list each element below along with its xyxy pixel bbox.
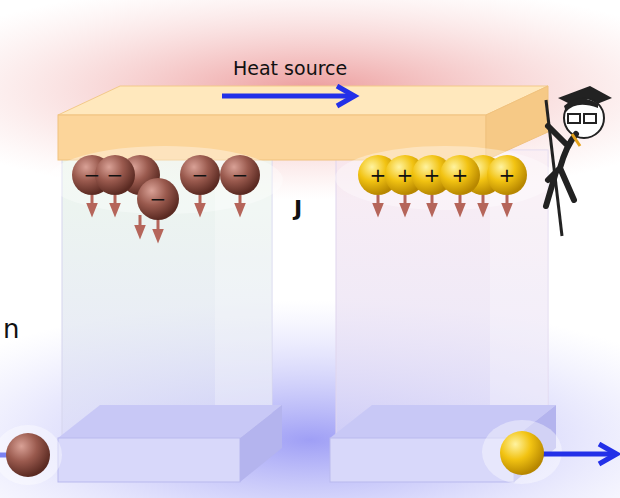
charge-sign: − [192,165,209,185]
current-label: J [294,198,302,220]
leg-type-label: n [3,316,19,342]
charge-sign: − [84,165,101,185]
charge-sign: + [452,165,469,185]
charge-sign: − [232,165,249,185]
cartoon-figure [546,86,612,236]
charge-sign: + [499,165,516,185]
charge-sign: − [150,189,167,209]
charge-sign: − [107,165,124,185]
charge-sign: + [370,165,387,185]
charge-sign: + [397,165,414,185]
heat-source-label: Heat source [233,59,347,78]
charge-sign: + [424,165,441,185]
